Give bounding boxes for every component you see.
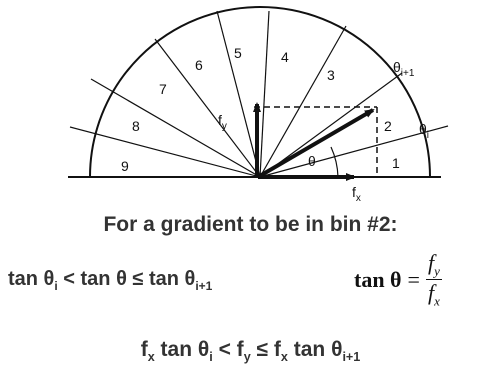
- theta-label: θ: [308, 153, 316, 169]
- bin-diagram: 1 2 3 4 5 6 7 8 9 θi θi+1 θ fx fy: [68, 6, 449, 204]
- formula-denominator: fx: [427, 280, 440, 309]
- formula-numerator: fy: [425, 250, 442, 281]
- bin-label-4: 4: [281, 49, 289, 65]
- gradient-vector: [256, 108, 375, 179]
- bin-label-2: 2: [384, 118, 392, 134]
- heading: For a gradient to be in bin #2:: [103, 213, 398, 236]
- projection-lines: [254, 106, 378, 177]
- boundary-7-8: [90, 78, 261, 178]
- formula-equals: =: [407, 266, 420, 292]
- theta-arc: [330, 146, 339, 178]
- boundary-3-4: [259, 25, 347, 178]
- semicircle-arc: [89, 6, 431, 178]
- boundary-4-5: [259, 10, 270, 178]
- bin-label-6: 6: [195, 57, 203, 73]
- theta-i-label: θi: [419, 121, 429, 141]
- boundary-5-6: [216, 10, 261, 178]
- bin-label-7: 7: [159, 81, 167, 97]
- formula-lhs: tan θ: [354, 266, 402, 292]
- boundary-theta-i1: [259, 72, 403, 178]
- final-inequality: fx tan θi < fy ≤ fx tan θi+1: [140, 338, 361, 365]
- boundary-8-9: [69, 126, 261, 178]
- bin-label-8: 8: [132, 118, 140, 134]
- boundary-theta-i: [259, 125, 449, 178]
- bin-label-9: 9: [121, 158, 129, 174]
- fy-label: fy: [218, 112, 227, 132]
- fx-label: fx: [352, 184, 361, 204]
- bin-boundaries: [69, 10, 449, 178]
- bin-label-5: 5: [234, 45, 242, 61]
- tan-condition: tan θi < tan θ ≤ tan θi+1: [8, 268, 213, 293]
- boundary-6-7: [154, 38, 261, 178]
- bin-label-3: 3: [327, 67, 335, 83]
- theta-i1-label: θi+1: [393, 59, 415, 79]
- bin-label-1: 1: [392, 155, 400, 171]
